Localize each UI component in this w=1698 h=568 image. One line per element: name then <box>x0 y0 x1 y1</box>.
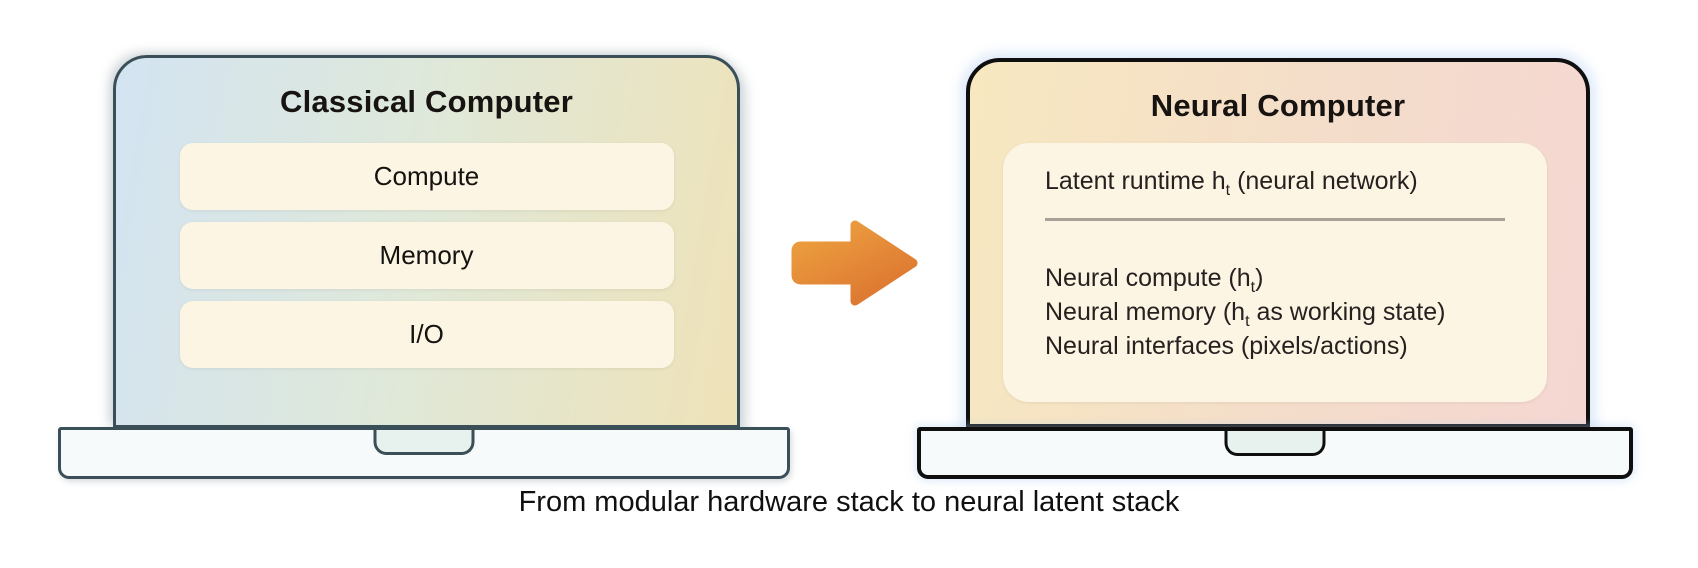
classical-laptop-hinge-notch <box>373 430 475 455</box>
panel-divider <box>1045 218 1505 221</box>
neural-items-list: Neural compute (ht) Neural memory (ht as… <box>1045 261 1505 363</box>
memory-box: Memory <box>179 222 674 289</box>
io-label: I/O <box>409 319 444 349</box>
neural-interfaces-item: Neural interfaces (pixels/actions) <box>1045 329 1505 363</box>
classical-laptop-base <box>58 427 790 479</box>
neural-laptop-hinge-notch <box>1224 431 1326 456</box>
neural-interfaces-text: Neural interfaces (pixels/actions) <box>1045 331 1408 360</box>
neural-computer-screen: Neural Computer Latent runtime ht (neura… <box>966 58 1590 428</box>
subscript-t: t <box>1245 312 1250 330</box>
io-box: I/O <box>179 301 674 368</box>
latent-runtime-text: Latent runtime h <box>1045 167 1226 195</box>
latent-runtime-text-tail: (neural network) <box>1230 167 1418 195</box>
right-arrow-icon <box>791 220 918 306</box>
subscript-t: t <box>1250 278 1256 296</box>
neural-latent-panel: Latent runtime ht (neural network) Neura… <box>1003 143 1547 402</box>
neural-memory-item: Neural memory (ht as working state) <box>1045 295 1505 330</box>
neural-computer-title: Neural Computer <box>1150 88 1406 123</box>
latent-runtime-line: Latent runtime ht (neural network) <box>1045 167 1505 199</box>
neural-compute-text: Neural compute (h <box>1045 263 1251 292</box>
figure-caption: From modular hardware stack to neural la… <box>518 486 1180 518</box>
neural-memory-text: Neural memory (h <box>1045 297 1246 326</box>
classical-computer-title: Classical Computer <box>279 84 574 119</box>
neural-memory-text-tail: as working state) <box>1249 297 1446 326</box>
neural-compute-text-tail: ) <box>1255 263 1264 292</box>
compute-label: Compute <box>373 161 480 191</box>
classical-computer-screen: Classical Computer Compute Memory I/O <box>113 55 740 428</box>
subscript-t: t <box>1225 182 1231 199</box>
neural-compute-item: Neural compute (ht) <box>1045 261 1505 296</box>
compute-box: Compute <box>179 143 674 210</box>
neural-laptop-base <box>917 427 1633 479</box>
memory-label: Memory <box>379 240 474 270</box>
